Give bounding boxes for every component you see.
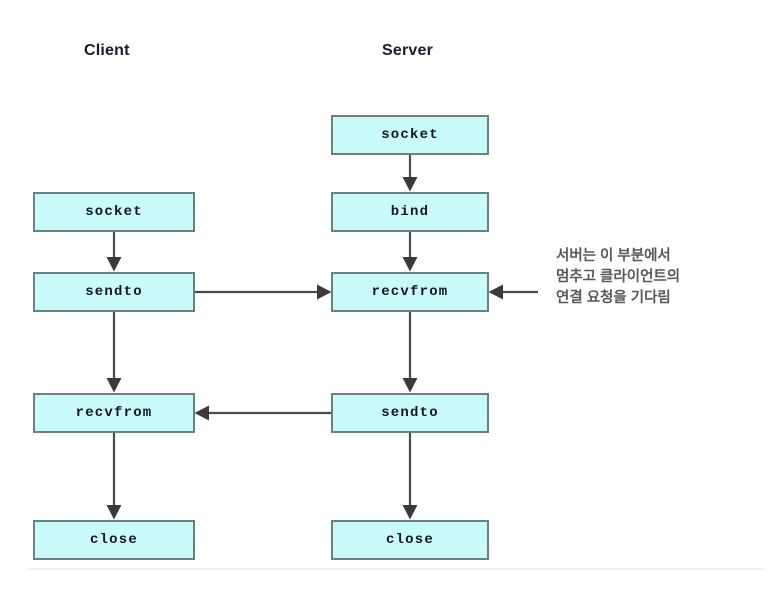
- node-label: bind: [390, 204, 430, 220]
- node-label: close: [89, 532, 138, 548]
- node-label: recvfrom: [75, 405, 153, 421]
- node-label: socket: [381, 127, 439, 143]
- node-server-socket[interactable]: socket: [331, 115, 489, 155]
- node-server-bind[interactable]: bind: [331, 192, 489, 232]
- node-client-close[interactable]: close: [33, 520, 195, 560]
- node-server-sendto[interactable]: sendto: [331, 393, 489, 433]
- node-server-close[interactable]: close: [331, 520, 489, 560]
- node-client-socket[interactable]: socket: [33, 192, 195, 232]
- node-label: sendto: [85, 284, 143, 300]
- node-client-recvfrom[interactable]: recvfrom: [33, 393, 195, 433]
- bottom-divider: [28, 568, 764, 570]
- node-label: recvfrom: [371, 284, 449, 300]
- column-header-client: Client: [84, 42, 130, 59]
- column-header-server: Server: [382, 42, 434, 59]
- annotation-line-2: 멈추고 클라이언트의: [556, 269, 681, 285]
- node-label: close: [385, 532, 434, 548]
- node-label: socket: [85, 204, 143, 220]
- node-label: sendto: [381, 405, 439, 421]
- node-server-recvfrom[interactable]: recvfrom: [331, 272, 489, 312]
- node-client-sendto[interactable]: sendto: [33, 272, 195, 312]
- annotation-line-3: 연결 요청을 기다림: [556, 290, 671, 306]
- server-block-annotation: 서버는 이 부분에서 멈추고 클라이언트의 연결 요청을 기다림: [556, 246, 680, 309]
- annotation-line-1: 서버는 이 부분에서: [556, 248, 671, 264]
